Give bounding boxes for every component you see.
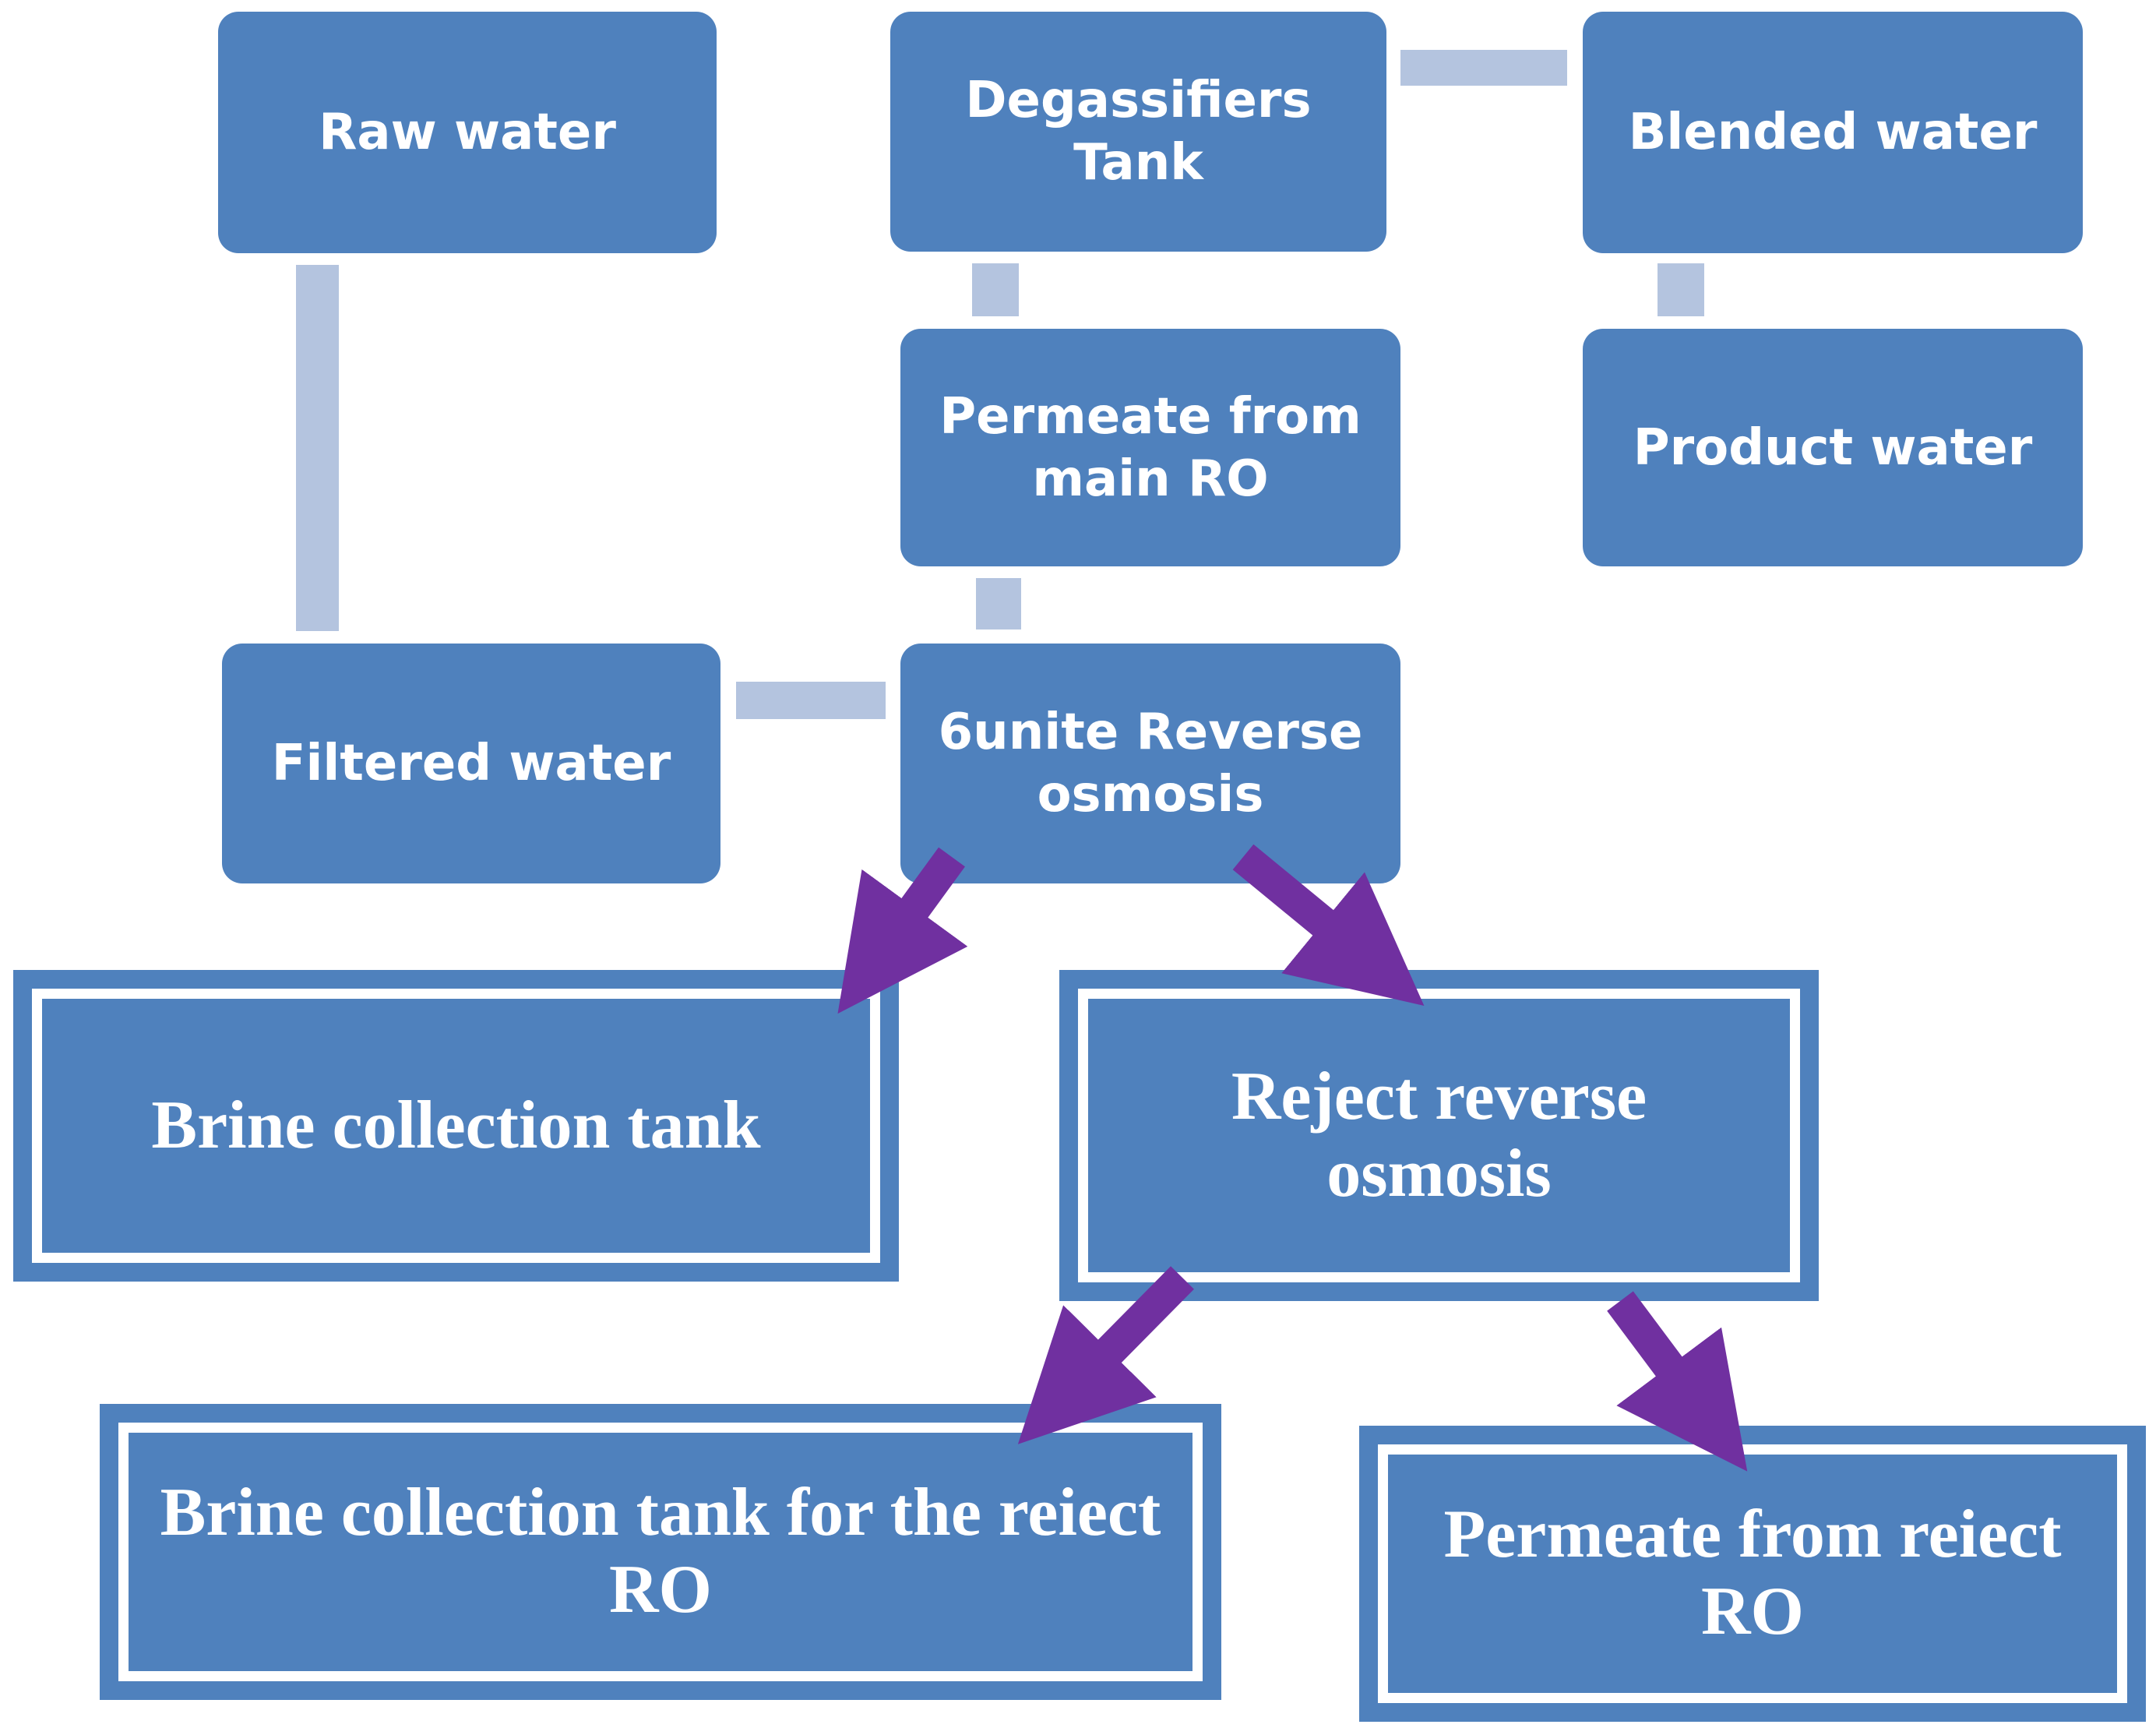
arrow-ro-to-brine — [837, 847, 968, 1014]
permeate-reject-ro-label: Permeate from reiect RO — [1443, 1497, 2062, 1649]
arrow-ro-to-reject — [1232, 844, 1425, 1007]
permeate-main-ro-box: Permeate from main RO — [900, 329, 1400, 566]
filtered-water-box: Filtered water — [222, 644, 720, 883]
blended-water-label: Blended water — [1628, 104, 2038, 161]
brine-collection-tank-box: Brine collection tank — [13, 970, 899, 1282]
filtered-water-label: Filtered water — [271, 735, 671, 792]
connector-raw-filtered — [296, 265, 339, 631]
reject-reverse-osmosis-box: Reject reverse osmosis — [1059, 970, 1819, 1301]
reverse-osmosis-box: 6unite Reverse osmosis — [900, 644, 1400, 883]
permeate-main-ro-label: Permeate from main RO — [939, 387, 1362, 508]
reject-reverse-osmosis-frame: Reject reverse osmosis — [1078, 989, 1800, 1282]
connector-degassifiers-blended — [1400, 50, 1567, 86]
connector-filtered-ro — [736, 682, 886, 719]
connector-ro-permeate — [976, 578, 1021, 629]
brine-collection-tank-reject-label: Brine collection tank for the reiect RO — [160, 1475, 1161, 1627]
raw-water-label: Raw water — [319, 104, 616, 161]
product-water-label: Product water — [1633, 418, 2033, 477]
brine-collection-tank-frame: Brine collection tank — [32, 989, 880, 1263]
brine-collection-tank-reject-frame: Brine collection tank for the reiect RO — [118, 1423, 1203, 1681]
connector-blended-product — [1658, 263, 1704, 316]
permeate-reject-ro-box: Permeate from reiect RO — [1359, 1426, 2146, 1722]
reject-reverse-osmosis-label: Reject reverse osmosis — [1231, 1058, 1647, 1211]
degassifiers-tank-box: Degassifiers Tank — [890, 12, 1386, 252]
arrow-reject-to-permeate — [1607, 1291, 1748, 1472]
permeate-reject-ro-frame: Permeate from reiect RO — [1378, 1444, 2127, 1703]
raw-water-box: Raw water — [218, 12, 717, 253]
brine-collection-tank-reject-box: Brine collection tank for the reiect RO — [100, 1404, 1221, 1700]
degassifiers-tank-label: Degassifiers Tank — [965, 72, 1312, 192]
connector-permeate-degassifiers — [972, 263, 1019, 316]
product-water-box: Product water — [1583, 329, 2083, 566]
brine-collection-tank-label: Brine collection tank — [151, 1087, 761, 1163]
arrow-reject-to-brine-tank — [1017, 1266, 1194, 1444]
blended-water-box: Blended water — [1583, 12, 2083, 253]
reverse-osmosis-label: 6unite Reverse osmosis — [938, 704, 1363, 823]
